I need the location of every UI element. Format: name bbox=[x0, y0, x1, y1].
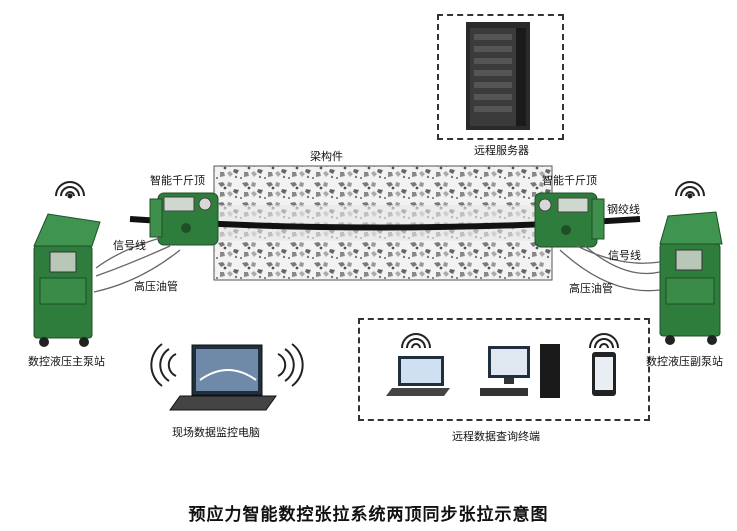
label-signal-right: 信号线 bbox=[608, 249, 641, 262]
label-signal-left: 信号线 bbox=[113, 239, 146, 252]
label-remote-terminal: 远程数据查询终端 bbox=[452, 430, 540, 443]
desktop-icon bbox=[480, 344, 560, 398]
laptop-icon bbox=[169, 344, 277, 411]
right-cables bbox=[559, 244, 661, 292]
label-remote-server: 远程服务器 bbox=[474, 144, 529, 157]
label-hose-left: 高压油管 bbox=[134, 280, 178, 293]
label-aux-pump: 数控液压副泵站 bbox=[646, 355, 723, 368]
left-cables bbox=[93, 237, 181, 293]
label-field-pc: 现场数据监控电脑 bbox=[172, 426, 260, 439]
wifi-icon bbox=[589, 333, 619, 349]
wifi-icon bbox=[55, 181, 85, 199]
label-jack-right: 智能千斤顶 bbox=[542, 174, 597, 187]
label-strand: 钢绞线 bbox=[607, 203, 640, 216]
remote-laptop-icon bbox=[386, 356, 450, 396]
wifi-icon bbox=[675, 181, 705, 199]
main-pump-station-icon bbox=[33, 213, 101, 347]
label-jack-left: 智能千斤顶 bbox=[150, 174, 205, 187]
remote-server-box bbox=[437, 14, 564, 140]
jack-left-icon bbox=[149, 192, 219, 246]
wifi-icon bbox=[401, 333, 431, 349]
label-hose-right: 高压油管 bbox=[569, 282, 613, 295]
server-icon bbox=[466, 22, 530, 130]
wifi-icon bbox=[150, 343, 304, 387]
diagram-caption: 预应力智能数控张拉系统两顶同步张拉示意图 bbox=[188, 505, 549, 525]
label-beam: 梁构件 bbox=[310, 150, 343, 163]
phone-icon bbox=[592, 352, 616, 396]
jack-right-icon bbox=[534, 192, 605, 248]
remote-terminal-box bbox=[358, 318, 650, 421]
aux-pump-station-icon bbox=[659, 211, 723, 345]
label-main-pump: 数控液压主泵站 bbox=[28, 355, 105, 368]
